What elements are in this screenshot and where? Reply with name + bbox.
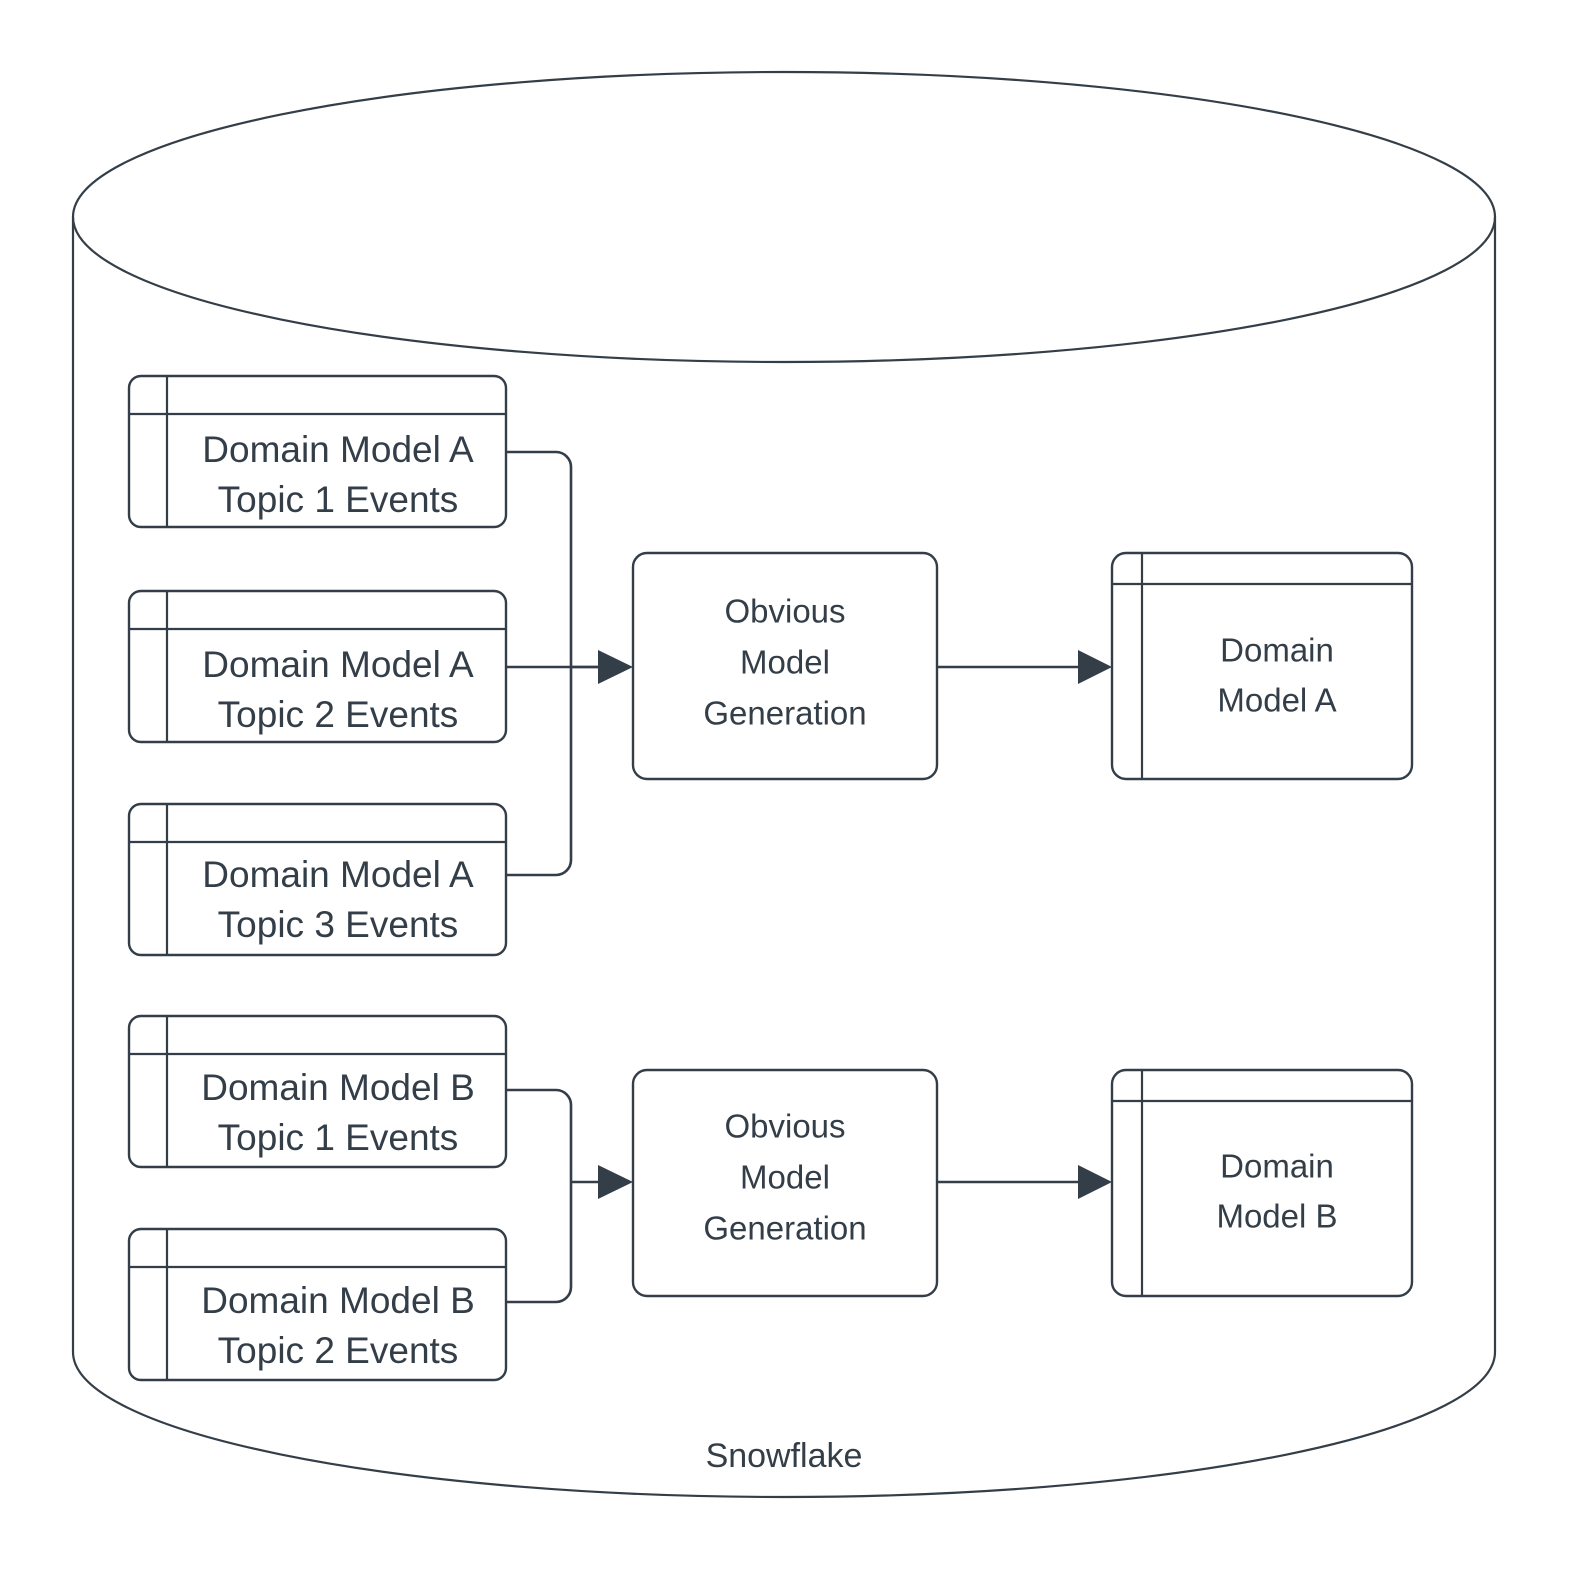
container-label: Snowflake xyxy=(706,1437,863,1475)
process-label-line2: Model xyxy=(740,1159,830,1196)
snowflake-cylinder-container: Snowflake xyxy=(71,70,1497,1499)
process-label-line1: Obvious xyxy=(724,1108,845,1145)
table-label-line2: Topic 1 Events xyxy=(218,1117,459,1158)
process-label-line2: Model xyxy=(740,644,830,681)
table-label-line2: Topic 2 Events xyxy=(218,694,459,735)
output-table-b[interactable]: Domain Model B xyxy=(1110,1068,1414,1298)
arrowhead-into-out-a xyxy=(1078,650,1112,684)
arrowhead-into-proc-a xyxy=(598,650,633,684)
source-table-a2[interactable]: Domain Model A Topic 2 Events xyxy=(127,589,508,744)
output-table-a[interactable]: Domain Model A xyxy=(1110,551,1414,781)
arrowhead-into-out-b xyxy=(1078,1165,1112,1199)
table-label-line2: Topic 2 Events xyxy=(218,1330,459,1371)
arrowhead-into-proc-b xyxy=(598,1165,633,1199)
table-label-line1: Domain Model A xyxy=(202,429,474,470)
edge-src-a1-to-proc-a xyxy=(506,450,573,667)
table-label-line1: Domain Model A xyxy=(202,854,474,895)
edges-group-b xyxy=(506,1088,1112,1304)
edge-src-a3-to-proc-a xyxy=(506,667,573,877)
table-label-line1: Domain xyxy=(1220,632,1334,669)
table-outline xyxy=(1110,551,1414,781)
source-table-a3[interactable]: Domain Model A Topic 3 Events xyxy=(127,802,508,957)
process-node-b[interactable]: Obvious Model Generation xyxy=(631,1068,939,1298)
cylinder-body xyxy=(71,217,1497,1499)
table-label-line2: Model A xyxy=(1217,682,1336,719)
process-outline xyxy=(631,1068,939,1298)
source-table-b1[interactable]: Domain Model B Topic 1 Events xyxy=(127,1014,508,1169)
table-label-line2: Model B xyxy=(1216,1198,1337,1235)
table-label-line1: Domain Model A xyxy=(202,644,474,685)
table-label-line2: Topic 3 Events xyxy=(218,904,459,945)
edge-src-b1-to-proc-b xyxy=(506,1088,573,1182)
table-label-line1: Domain Model B xyxy=(201,1067,475,1108)
table-label-line1: Domain Model B xyxy=(201,1280,475,1321)
process-outline xyxy=(631,551,939,781)
process-label-line3: Generation xyxy=(703,695,866,732)
source-table-a1[interactable]: Domain Model A Topic 1 Events xyxy=(127,374,508,529)
table-label-line2: Topic 1 Events xyxy=(218,479,459,520)
process-label-line3: Generation xyxy=(703,1210,866,1247)
table-outline xyxy=(1110,1068,1414,1298)
process-node-a[interactable]: Obvious Model Generation xyxy=(631,551,939,781)
cylinder-top-ellipse xyxy=(71,70,1497,364)
edges-group-a xyxy=(506,450,1112,877)
table-label-line1: Domain xyxy=(1220,1148,1334,1185)
process-label-line1: Obvious xyxy=(724,593,845,630)
source-table-b2[interactable]: Domain Model B Topic 2 Events xyxy=(127,1227,508,1382)
edge-src-b2-to-proc-b xyxy=(506,1182,573,1304)
